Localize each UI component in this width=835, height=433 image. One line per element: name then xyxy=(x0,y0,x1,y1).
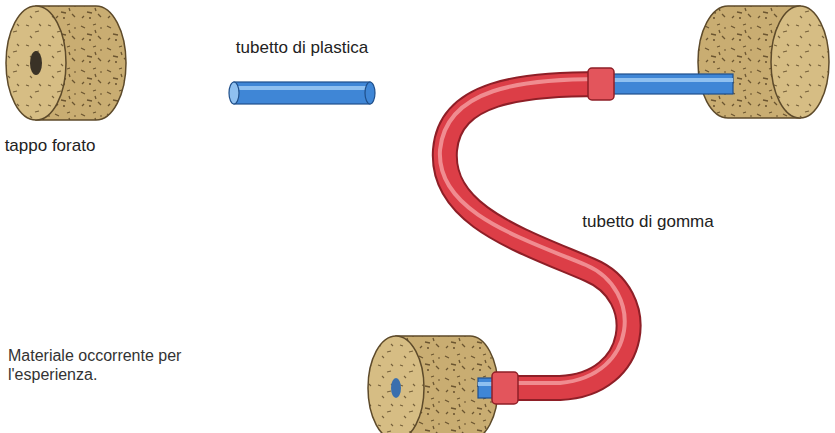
cork-stopper xyxy=(6,6,126,120)
plastic-tube xyxy=(229,82,375,104)
figure-caption: Materiale occorrente per l'esperienza. xyxy=(8,346,198,384)
rubber-tube xyxy=(440,68,629,404)
part-label: tubetto di gomma xyxy=(582,212,713,232)
part-label: tubetto di plastica xyxy=(236,38,368,58)
cork-stopper xyxy=(698,6,829,118)
part-label: tappo forato xyxy=(5,136,96,156)
